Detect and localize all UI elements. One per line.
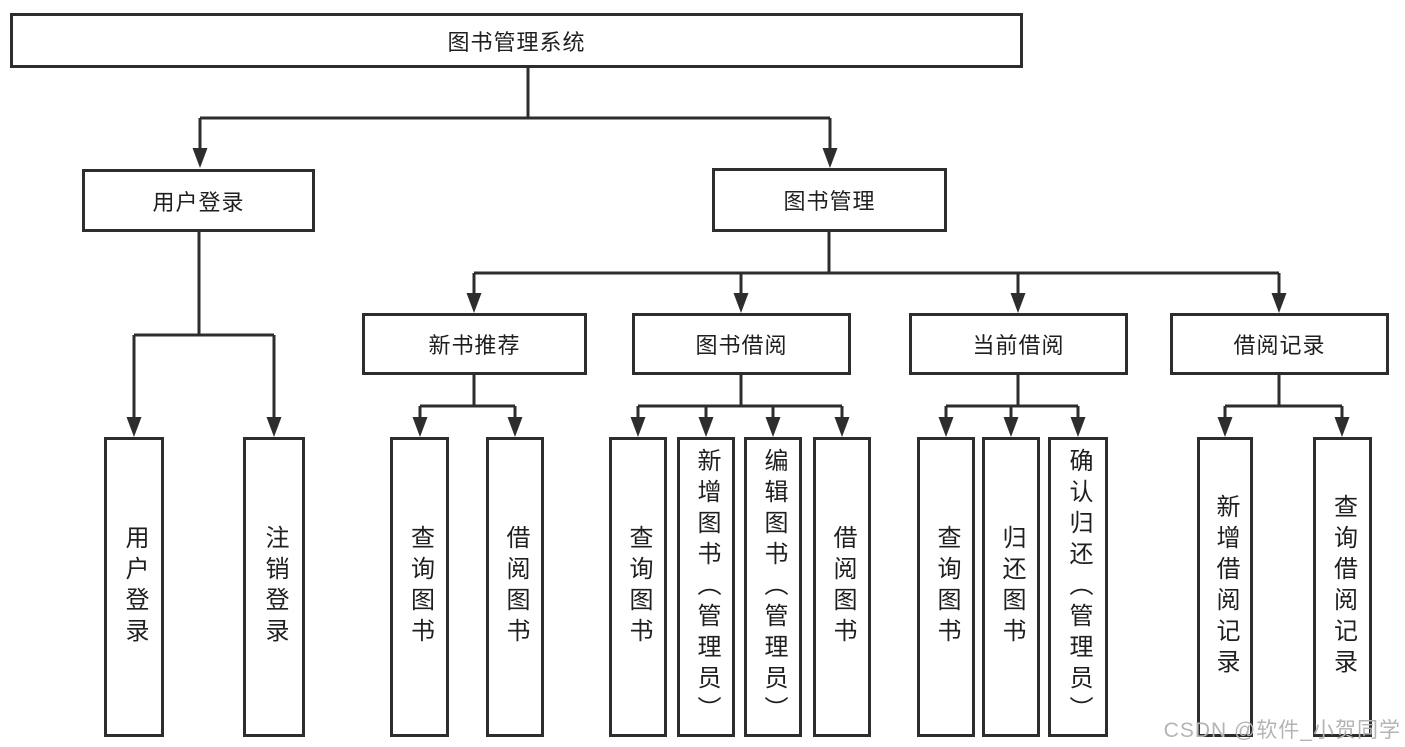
leaf-borrow-books-1-label: 借阅图书 xyxy=(502,525,529,649)
leaf-user-login: 用户登录 xyxy=(104,437,164,737)
leaf-query-books-1-label: 查询图书 xyxy=(406,525,434,649)
leaf-query-borrow-record: 查询借阅记录 xyxy=(1313,437,1372,737)
leaf-confirm-return-admin-label: 确认归还（管理员） xyxy=(1065,447,1092,727)
leaf-query-books-1: 查询图书 xyxy=(390,437,449,737)
leaf-edit-books-admin: 编辑图书（管理员） xyxy=(744,437,802,737)
leaf-logout: 注销登录 xyxy=(243,437,305,737)
leaf-add-books-admin-label: 新增图书（管理员） xyxy=(693,447,720,727)
leaf-query-books-3-label: 查询图书 xyxy=(933,525,960,649)
leaf-add-borrow-record: 新增借阅记录 xyxy=(1197,437,1253,737)
node-root: 图书管理系统 xyxy=(10,13,1023,68)
node-current-borrowing-label: 当前借阅 xyxy=(972,333,1065,358)
leaf-add-borrow-record-label: 新增借阅记录 xyxy=(1212,494,1239,680)
node-book-management: 图书管理 xyxy=(712,168,947,232)
leaf-borrow-books-2: 借阅图书 xyxy=(813,437,871,737)
node-book-management-label: 图书管理 xyxy=(783,189,876,214)
leaf-add-books-admin: 新增图书（管理员） xyxy=(677,437,735,737)
leaf-borrow-books-1: 借阅图书 xyxy=(486,437,544,737)
leaf-return-books: 归还图书 xyxy=(982,437,1040,737)
node-new-book-recommend-label: 新书推荐 xyxy=(428,333,521,358)
node-book-borrowing-label: 图书借阅 xyxy=(695,333,788,358)
csdn-watermark: CSDN @软件_小贺同学 xyxy=(1163,719,1401,742)
leaf-query-books-2-label: 查询图书 xyxy=(625,525,652,649)
leaf-user-login-label: 用户登录 xyxy=(121,525,148,649)
leaf-edit-books-admin-label: 编辑图书（管理员） xyxy=(760,447,787,727)
leaf-return-books-label: 归还图书 xyxy=(998,525,1025,649)
leaf-query-books-2: 查询图书 xyxy=(609,437,667,737)
node-borrowing-records-label: 借阅记录 xyxy=(1233,333,1326,358)
node-borrowing-records: 借阅记录 xyxy=(1170,313,1389,375)
node-user-login-branch: 用户登录 xyxy=(82,169,315,232)
leaf-confirm-return-admin: 确认归还（管理员） xyxy=(1048,437,1108,737)
node-root-label: 图书管理系统 xyxy=(447,29,586,55)
node-current-borrowing: 当前借阅 xyxy=(909,313,1128,375)
leaf-logout-label: 注销登录 xyxy=(261,525,288,649)
node-user-login-branch-label: 用户登录 xyxy=(152,189,245,215)
leaf-query-books-3: 查询图书 xyxy=(917,437,975,737)
node-book-borrowing: 图书借阅 xyxy=(632,313,851,375)
leaf-query-borrow-record-label: 查询借阅记录 xyxy=(1329,494,1357,680)
leaf-borrow-books-2-label: 借阅图书 xyxy=(829,525,856,649)
node-new-book-recommend: 新书推荐 xyxy=(362,313,587,375)
arrowheads xyxy=(126,148,1350,437)
